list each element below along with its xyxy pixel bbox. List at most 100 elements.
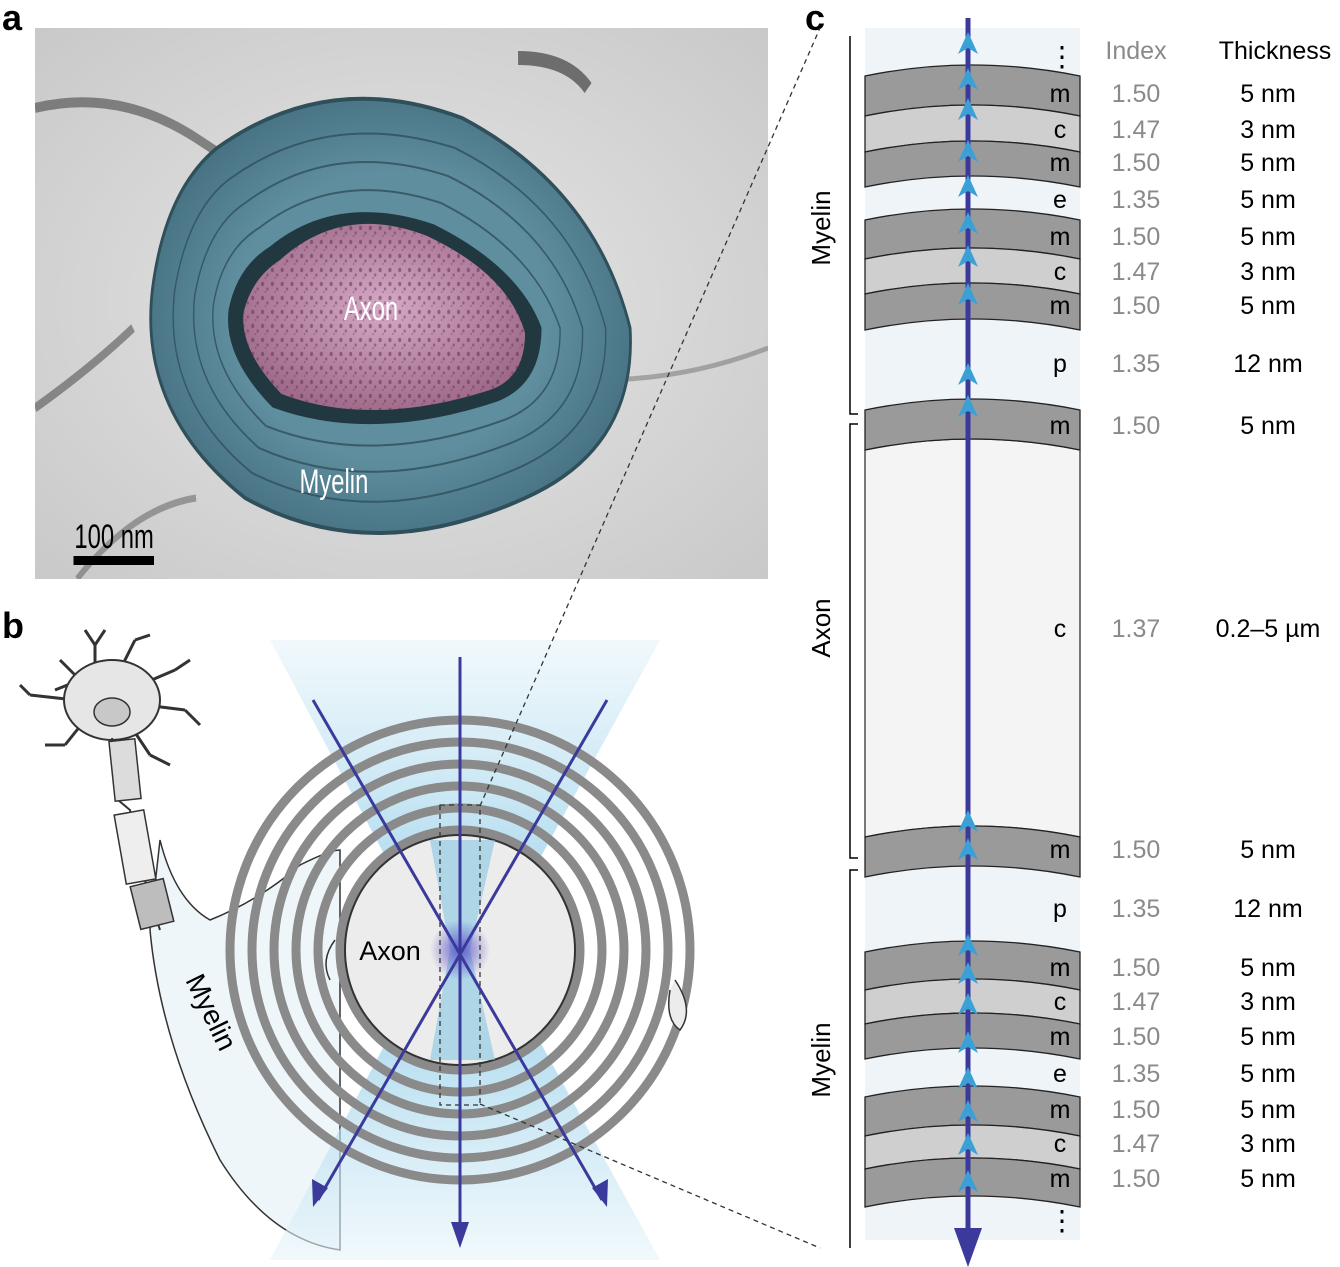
layer-band-m [864,64,1081,117]
row-refractive-index: 1.50 [1112,836,1161,864]
ray-chevron [958,1100,978,1122]
row-layer-code: e [1053,1060,1067,1088]
layer-band-m [864,140,1081,188]
ray-chevron [958,934,978,956]
row-refractive-index: 1.35 [1112,350,1161,378]
layer-table-rows: m 1.50 5 nm c 1.47 3 nm m 1.50 5 nm e 1.35 5 nm m 1.5… [1050,80,1321,1193]
row-thickness: 3 nm [1240,116,1296,144]
micrograph-panel: Axon Myelin 100 nm [35,28,768,579]
membrane-layers [864,64,1081,1208]
micrograph-axon-label: Axon [344,290,398,328]
axon-illustration [243,223,526,411]
row-layer-code: m [1050,223,1071,251]
ray-chevron [958,68,978,90]
header-index: Index [1105,37,1167,65]
row-thickness: 0.2–5 µm [1216,615,1321,643]
row-refractive-index: 1.50 [1112,1165,1161,1193]
neuron-illustration [18,629,202,931]
row-layer-code: m [1050,80,1071,108]
ray-chevron [958,32,978,54]
layer-band-m [864,208,1081,260]
row-layer-code: e [1053,186,1067,214]
row-layer-code: c [1054,1130,1067,1158]
row-thickness: 5 nm [1240,954,1296,982]
ray-chevron [958,1170,978,1192]
panel-letter-a: a [2,0,23,38]
row-thickness: 5 nm [1240,836,1296,864]
scale-bar-label: 100 nm [74,518,153,556]
row-thickness: 12 nm [1233,350,1302,378]
row-thickness: 5 nm [1240,149,1296,177]
row-refractive-index: 1.50 [1112,149,1161,177]
row-thickness: 12 nm [1233,895,1302,923]
ray-chevron [958,838,978,860]
row-thickness: 5 nm [1240,412,1296,440]
ray-chevron [958,395,978,417]
bracket-label-myelin-top: Myelin [806,190,836,265]
ray-chevron [958,245,978,267]
ray-chevron [958,1067,978,1089]
ray-chevron [958,1031,978,1053]
row-refractive-index: 1.35 [1112,186,1161,214]
schematic-panel: Myelin Axon [18,629,695,1260]
layer-band-m [864,398,1081,451]
layer-band-m [864,825,1081,878]
axon-core-layer [864,438,1081,838]
row-layer-code: m [1050,1096,1071,1124]
row-thickness: 5 nm [1240,223,1296,251]
ray-chevron [958,212,978,234]
micrograph-myelin-label: Myelin [300,463,369,501]
row-layer-code: m [1050,412,1071,440]
row-layer-code: m [1050,292,1071,320]
row-layer-code: c [1054,258,1067,286]
layer-band-m [864,1085,1081,1137]
scale-bar [73,556,155,565]
row-refractive-index: 1.47 [1112,116,1161,144]
row-layer-code: c [1054,615,1067,643]
row-thickness: 5 nm [1240,1096,1296,1124]
panel-letter-b: b [2,605,24,646]
ray-chevron [958,363,978,385]
row-refractive-index: 1.50 [1112,954,1161,982]
row-layer-code: p [1053,350,1067,378]
ray-chevron [958,962,978,984]
layer-band-m [864,1012,1081,1060]
row-thickness: 5 nm [1240,80,1296,108]
row-thickness: 5 nm [1240,1060,1296,1088]
layer-band-m [864,940,1081,991]
row-refractive-index: 1.47 [1112,988,1161,1016]
ray-chevron [958,993,978,1015]
row-layer-code: m [1050,1023,1071,1051]
ray-chevrons [958,32,978,1192]
ellipsis-bottom: ⋮ [1048,1205,1076,1236]
row-thickness: 5 nm [1240,1165,1296,1193]
ray-chevron [958,1133,978,1155]
row-thickness: 5 nm [1240,1023,1296,1051]
schematic-axon-label: Axon [359,936,421,966]
row-refractive-index: 1.50 [1112,412,1161,440]
axon-core-region [865,430,1080,840]
header-thickness: Thickness [1219,37,1332,65]
row-layer-code: m [1050,149,1071,177]
row-refractive-index: 1.47 [1112,258,1161,286]
ray-chevron [958,283,978,305]
row-layer-code: c [1054,116,1067,144]
row-thickness: 3 nm [1240,258,1296,286]
layer-band-c [864,978,1081,1025]
row-layer-code: m [1050,836,1071,864]
row-refractive-index: 1.35 [1112,1060,1161,1088]
layer-band-m [864,282,1081,331]
row-refractive-index: 1.37 [1112,615,1161,643]
row-thickness: 3 nm [1240,1130,1296,1158]
row-refractive-index: 1.35 [1112,895,1161,923]
row-layer-code: m [1050,954,1071,982]
row-layer-code: c [1054,988,1067,1016]
ray-chevron [958,140,978,162]
ray-chevron [958,810,978,832]
row-refractive-index: 1.47 [1112,1130,1161,1158]
row-thickness: 5 nm [1240,292,1296,320]
stack-background [865,28,1080,1240]
row-refractive-index: 1.50 [1112,1023,1161,1051]
row-refractive-index: 1.50 [1112,292,1161,320]
panel-letter-c: c [805,0,826,38]
